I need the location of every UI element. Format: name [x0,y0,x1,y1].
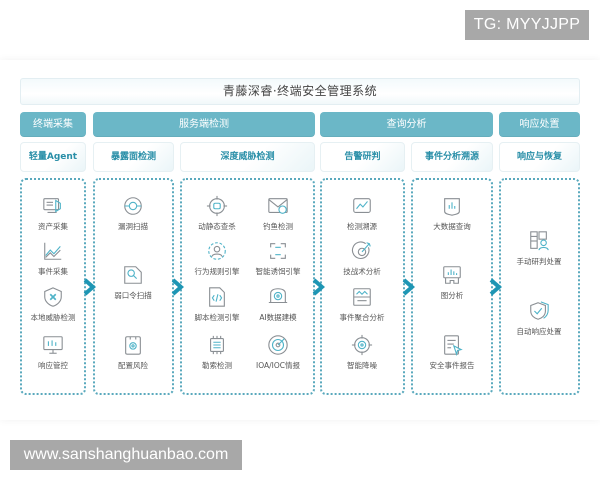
item-detection-tracing: 检测溯源 [322,195,402,232]
item-big-data-query: 大数据查询 [412,195,492,232]
header-query-analysis: 查询分析 [320,112,493,137]
item-label: 弱口令扫描 [114,291,152,300]
item-config-risk: 配置风险 [93,334,173,371]
item-ioa-ioc-intel: IOA/IOC情报 [238,334,318,371]
item-smart-noise-reduction: 智能降噪 [322,334,402,371]
item-event-aggregation: 事件聚合分析 [322,286,402,323]
subheader-response-recovery: 响应与恢复 [499,142,580,172]
bigdata-icon [444,198,460,216]
item-phishing-detection: 钓鱼检测 [238,195,318,232]
column-light-agent [20,178,86,395]
item-label: 响应管控 [38,361,68,370]
chevron-right-icon [489,278,502,296]
aggregate-icon [353,288,371,306]
monitor-icon [43,336,63,354]
item-smart-bait-engine: 智能诱饵引擎 [238,240,318,277]
subheader-alert-triage: 告警研判 [320,142,405,172]
subheader-event-tracing: 事件分析溯源 [411,142,493,172]
item-vuln-scan: 漏洞扫描 [93,195,173,232]
config-icon [125,336,141,355]
chart-line-icon [44,242,62,260]
watermark-top: TG: MYYJJPP [465,10,589,40]
chevron-right-icon [402,278,415,296]
item-manual-triage-response: 手动研判处置 [499,230,579,267]
item-label: 大数据查询 [433,222,471,231]
item-label: 资产采集 [38,222,68,231]
subheader-deep-threat-detection: 深度威胁检测 [180,142,315,172]
item-script-detection-engine: 脚本检测引擎 [177,286,257,323]
item-label: 智能诱饵引擎 [255,267,301,276]
item-label: IOA/IOC情报 [256,361,300,370]
header-server-detection: 服务端检测 [93,112,315,137]
radar-icon [268,335,288,355]
header-response: 响应处置 [499,112,580,137]
item-weak-password-scan: 弱口令扫描 [93,264,173,301]
item-label: 安全事件报告 [429,361,475,370]
watermark-bottom: www.sanshanghuanbao.com [10,440,242,470]
subheader-exposure-detection: 暴露面检测 [93,142,174,172]
chip-icon [210,335,224,355]
item-label: 本地威胁检测 [30,313,76,322]
graph-icon [443,266,461,284]
bait-icon [270,243,286,259]
item-label: 脚本检测引擎 [194,313,240,322]
chevron-right-icon [312,278,325,296]
item-auto-response: 自动响应处置 [499,300,579,337]
item-response-control: 响应管控 [13,334,93,371]
item-label: AI数据建模 [259,313,297,322]
target-icon [206,195,228,217]
item-ransomware-detection: 勒索检测 [177,334,257,371]
item-label: 动静态查杀 [198,222,236,231]
item-graph-analysis: 图分析 [412,264,492,301]
item-label: 检测溯源 [347,222,377,231]
item-label: 漏洞扫描 [118,222,148,231]
tactics-icon [351,241,371,260]
item-label: 技战术分析 [343,267,381,276]
password-scan-icon [124,266,142,284]
item-ai-data-modeling: AI数据建模 [238,286,318,323]
trace-icon [353,198,371,213]
item-label: 勒索检测 [202,361,232,370]
subheader-light-agent: 轻量Agent [20,142,86,172]
item-label: 钓鱼检测 [263,222,293,231]
scan-icon [124,197,142,215]
item-asset-collection: 资产采集 [13,195,93,232]
manual-icon [530,231,549,251]
item-label: 行为规则引擎 [194,267,240,276]
item-label: 手动研判处置 [516,257,562,266]
ai-icon [268,288,288,304]
auto-shield-icon [530,301,549,320]
header-endpoint-collection: 终端采集 [20,112,86,137]
shield-icon [44,287,62,307]
item-local-threat-detection: 本地威胁检测 [13,286,93,323]
column-response-recovery [499,178,580,395]
item-event-collection: 事件采集 [13,240,93,277]
item-label: 智能降噪 [347,361,377,370]
chevron-right-icon [171,278,184,296]
user-rules-icon [208,242,226,260]
item-label: 自动响应处置 [516,327,562,336]
item-label: 配置风险 [118,361,148,370]
item-label: 事件聚合分析 [339,313,385,322]
report-icon [444,335,463,356]
crosshair-icon [351,334,373,356]
asset-icon [43,198,61,213]
diagram-title: 青藤深睿·终端安全管理系统 [20,78,580,105]
item-static-dynamic-kill: 动静态查杀 [177,195,257,232]
item-tactics-analysis: 技战术分析 [322,240,402,277]
item-security-event-report: 安全事件报告 [412,334,492,371]
item-label: 图分析 [440,291,464,300]
mail-icon [268,198,288,214]
code-icon [209,287,225,307]
item-behavior-rule-engine: 行为规则引擎 [177,240,257,277]
chevron-right-icon [83,278,96,296]
item-label: 事件采集 [38,267,68,276]
